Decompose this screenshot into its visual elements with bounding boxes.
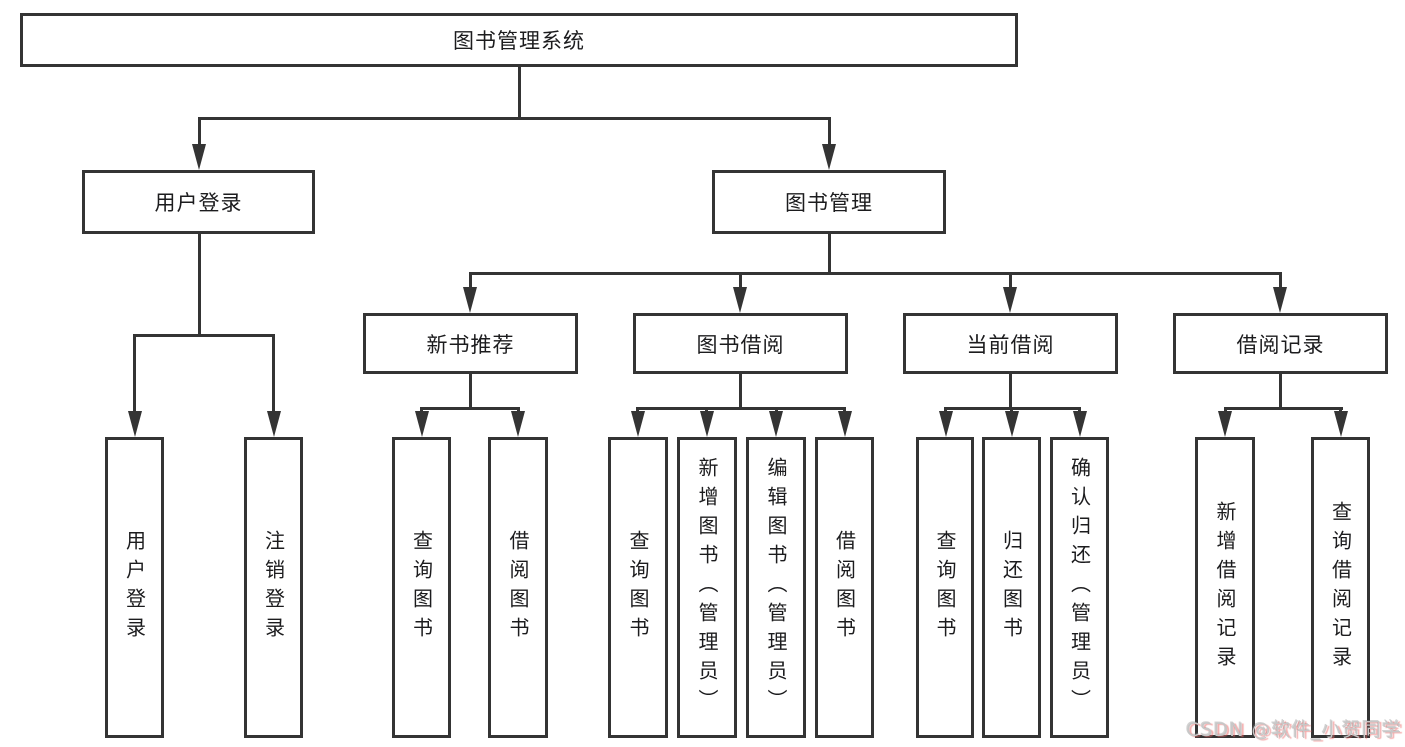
- node-new-book-recommend: 新书推荐: [363, 313, 578, 374]
- leaf-label: 新增图书（管理员）: [695, 457, 719, 718]
- arrow-down-icon: [1072, 411, 1087, 437]
- leaf-label: 用户登录: [122, 529, 147, 646]
- connector-vertical-line: [1278, 272, 1282, 291]
- leaf-add-books-admin: 新增图书（管理员）: [677, 437, 737, 738]
- leaf-user-login: 用户登录: [105, 437, 164, 738]
- connector-vertical-line: [1008, 272, 1012, 291]
- leaf-edit-books-admin: 编辑图书（管理员）: [746, 437, 806, 738]
- leaf-return-books: 归还图书: [982, 437, 1041, 738]
- node-label: 用户登录: [154, 191, 243, 215]
- connector-vertical-line: [517, 67, 521, 120]
- connector-horizontal-line: [133, 334, 275, 337]
- node-current-borrowing: 当前借阅: [903, 313, 1118, 374]
- connector-vertical-line: [1009, 374, 1012, 410]
- leaf-label: 查询图书: [626, 529, 650, 646]
- connector-vertical-line: [468, 272, 472, 291]
- arrow-down-icon: [630, 411, 645, 437]
- leaf-query-books-current: 查询图书: [916, 437, 974, 738]
- leaf-label: 借阅图书: [832, 529, 857, 646]
- arrow-down-icon: [1003, 287, 1017, 313]
- node-label: 借阅记录: [1236, 332, 1325, 357]
- csdn-watermark: CSDN @软件_小贺同学: [1186, 719, 1402, 741]
- connector-vertical-line: [739, 374, 742, 410]
- connector-vertical-line: [827, 117, 831, 146]
- leaf-query-books-borrowing: 查询图书: [608, 437, 668, 738]
- arrow-down-icon: [699, 411, 714, 437]
- leaf-borrow-books-recommend: 借阅图书: [488, 437, 548, 738]
- arrow-down-icon: [769, 411, 783, 437]
- leaf-add-borrow-record: 新增借阅记录: [1195, 437, 1255, 738]
- arrow-down-icon: [192, 144, 206, 170]
- arrow-down-icon: [938, 411, 953, 437]
- arrow-down-icon: [822, 144, 836, 170]
- node-book-management: 图书管理: [712, 170, 946, 234]
- node-label: 图书管理系统: [453, 29, 585, 53]
- arrow-down-icon: [511, 411, 525, 437]
- arrow-down-icon: [1218, 411, 1232, 437]
- connector-vertical-line: [738, 272, 742, 291]
- arrow-down-icon: [1333, 411, 1348, 437]
- leaf-logout: 注销登录: [244, 437, 303, 738]
- node-library-management-system: 图书管理系统: [20, 13, 1018, 67]
- leaf-label: 查询图书: [933, 529, 957, 646]
- leaf-borrow-books: 借阅图书: [815, 437, 874, 738]
- leaf-label: 借阅图书: [506, 529, 530, 646]
- connector-vertical-line: [197, 234, 201, 337]
- connector-vertical-line: [1279, 374, 1282, 410]
- node-user-login: 用户登录: [82, 170, 315, 234]
- connector-vertical-line: [197, 117, 201, 146]
- node-label: 图书管理: [785, 191, 873, 215]
- arrow-down-icon: [414, 411, 429, 437]
- node-book-borrowing: 图书借阅: [633, 313, 848, 374]
- leaf-label: 新增借阅记录: [1213, 500, 1237, 675]
- node-label: 图书借阅: [696, 332, 785, 357]
- leaf-label: 编辑图书（管理员）: [764, 457, 788, 718]
- connector-horizontal-line: [1223, 407, 1343, 410]
- leaf-confirm-return-admin: 确认归还（管理员）: [1050, 437, 1109, 738]
- leaf-label: 查询借阅记录: [1328, 500, 1353, 675]
- arrow-down-icon: [463, 287, 477, 313]
- arrow-down-icon: [1004, 411, 1019, 437]
- node-label: 新书推荐: [426, 332, 515, 357]
- leaf-label: 归还图书: [999, 529, 1024, 646]
- connector-horizontal-line: [420, 407, 520, 410]
- arrow-down-icon: [1273, 287, 1287, 313]
- connector-vertical-line: [827, 234, 831, 275]
- connector-horizontal-line: [944, 407, 1081, 410]
- node-label: 当前借阅: [966, 332, 1055, 357]
- node-borrowing-records: 借阅记录: [1173, 313, 1388, 374]
- connector-horizontal-line: [636, 407, 846, 410]
- leaf-label: 查询图书: [409, 529, 434, 646]
- connector-horizontal-line: [468, 272, 1282, 275]
- arrow-down-icon: [266, 411, 281, 437]
- leaf-query-books-recommend: 查询图书: [392, 437, 451, 738]
- leaf-query-borrow-record: 查询借阅记录: [1311, 437, 1370, 738]
- connector-vertical-line: [469, 374, 472, 410]
- leaf-label: 确认归还（管理员）: [1067, 457, 1092, 718]
- arrow-down-icon: [837, 411, 852, 437]
- connector-horizontal-line: [197, 117, 831, 120]
- connector-vertical-line: [272, 334, 275, 414]
- arrow-down-icon: [127, 411, 142, 437]
- leaf-label: 注销登录: [261, 529, 286, 646]
- arrow-down-icon: [733, 287, 747, 313]
- connector-vertical-line: [133, 334, 136, 414]
